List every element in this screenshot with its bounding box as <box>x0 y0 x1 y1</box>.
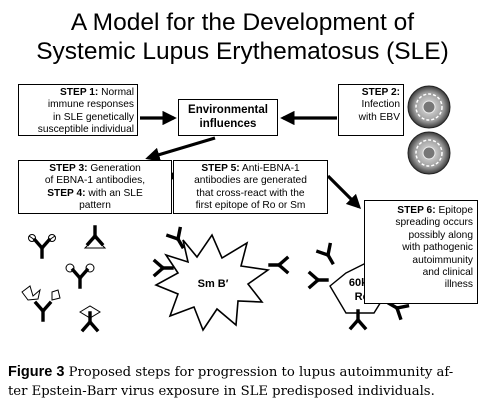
step3-text-2: of EBNA-1 antibodies, <box>44 175 146 187</box>
environment-line-2: influences <box>199 118 257 130</box>
step3-label: STEP 3: <box>49 163 88 174</box>
arrow-environment-to-step3 <box>145 136 216 162</box>
caption-line-1: Proposed steps for progression to lupus … <box>68 365 454 380</box>
antibody-icon <box>71 268 89 289</box>
step6-label: STEP 6: <box>397 205 436 216</box>
step4-label: STEP 4: <box>47 187 86 199</box>
diagram-title: A Model for the Development of Systemic … <box>0 8 485 66</box>
title-line-2: Systemic Lupus Erythematosus (SLE) <box>36 38 449 65</box>
step2-text-2: with EBV <box>358 111 400 123</box>
step6-text-7: illness <box>444 279 473 291</box>
arrow-step5-to-step6 <box>326 174 362 210</box>
step6-text-5: autoimmunity <box>412 254 473 266</box>
step6-text-6: and clinical <box>422 267 473 279</box>
antibody-cluster-left <box>21 225 107 332</box>
antibody-icon <box>308 271 329 289</box>
ebv-virion-icon <box>407 84 451 130</box>
step2-box: STEP 2: Infection with EBV <box>338 84 404 136</box>
title-line-1: A Model for the Development of <box>70 9 415 36</box>
step2-text-1: Infection <box>361 99 400 111</box>
step4-text-2: pattern <box>79 200 111 212</box>
step1-box: STEP 1: Normal immune responses in SLE g… <box>18 84 138 136</box>
step3-step4-box: STEP 3: Generation of EBNA-1 antibodies,… <box>18 160 172 214</box>
step1-text-4: susceptible individual <box>37 124 134 136</box>
sm-antigen-label: Sm B′ <box>198 278 229 290</box>
step6-text-4: with pathogenic <box>402 242 473 254</box>
antibody-icon <box>86 225 104 246</box>
antibody-icon <box>34 301 52 322</box>
step2-label: STEP 2: <box>361 87 400 98</box>
step1-text-2: immune responses <box>47 99 134 111</box>
antibody-icon <box>268 256 289 274</box>
antibody-icon <box>33 238 51 259</box>
step5-text-3: that cross-react with the <box>196 187 305 199</box>
step4-text-1: with an SLE <box>88 187 143 199</box>
sm-antigen-shape <box>154 233 271 332</box>
environmental-influences-box: Environmental influences <box>178 99 278 136</box>
step6-text-3: possibly along <box>408 229 473 241</box>
caption-line-2: ter Epstein-Barr virus exposure in SLE p… <box>8 384 435 399</box>
antibody-icon <box>153 259 174 277</box>
ebv-virion-icon <box>407 131 451 175</box>
step5-text-1: Anti-EBNA-1 <box>241 163 300 174</box>
step5-label: STEP 5: <box>201 163 240 174</box>
step5-text-4: first epitope of Ro or Sm <box>195 200 306 212</box>
figure-caption: Figure 3 Proposed steps for progression … <box>8 363 480 401</box>
antibody-icon <box>316 242 341 268</box>
step5-box: STEP 5: Anti-EBNA-1 antibodies are gener… <box>173 160 328 214</box>
environment-line-1: Environmental <box>188 104 268 116</box>
step6-text-1: Epitope <box>438 205 473 216</box>
step1-text-1: Normal <box>101 87 134 98</box>
step6-text-2: spreading occurs <box>395 217 473 229</box>
step3-text-1: Generation <box>90 163 141 174</box>
step6-box: STEP 6: Epitope spreading occurs possibl… <box>364 200 478 304</box>
step1-text-3: in SLE genetically <box>53 111 134 123</box>
step5-text-2: antibodies are generated <box>194 175 307 187</box>
figure-label: Figure 3 <box>8 364 65 380</box>
step1-label: STEP 1: <box>60 87 99 98</box>
